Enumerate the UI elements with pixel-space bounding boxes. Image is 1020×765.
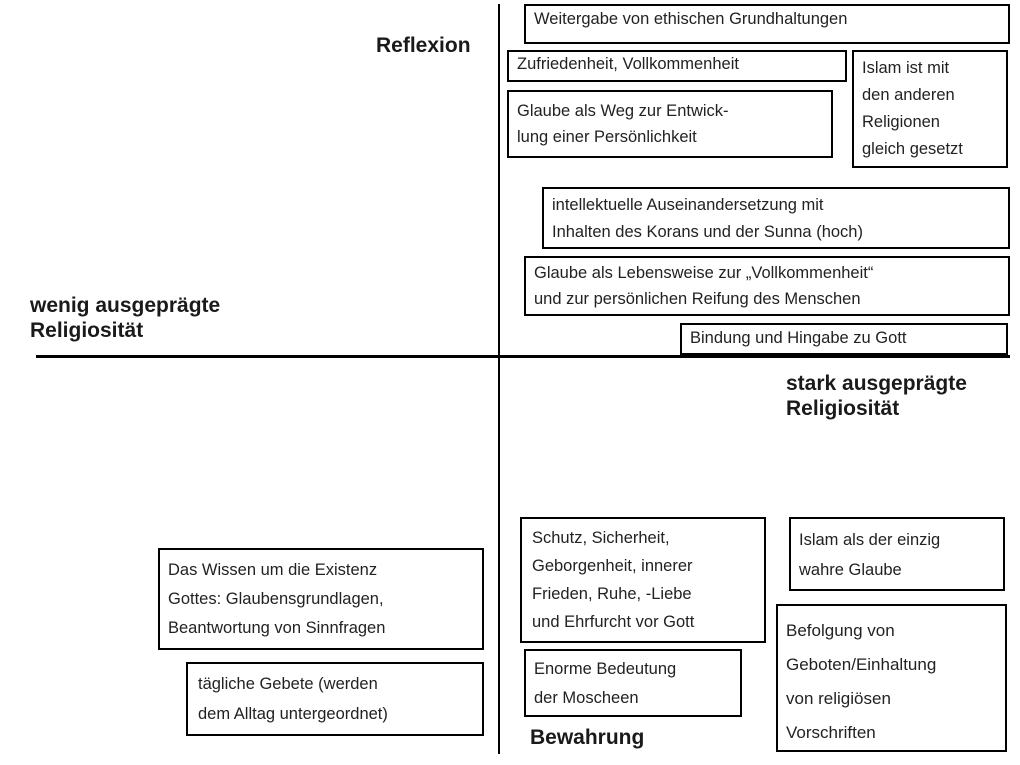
axis-label-wenig-line-2: Religiosität	[30, 319, 144, 342]
box-intellektuelle-auseinandersetzung: intellektuelle Auseinandersetzung mit In…	[542, 187, 1010, 249]
box-text-line: Glaube als Weg zur Entwick-	[517, 102, 729, 120]
axis-label-stark-religiositaet: stark ausgeprägte Religiosität	[786, 371, 967, 421]
box-text-line: Inhalten des Korans und der Sunna (hoch)	[552, 223, 863, 241]
box-text-line: Das Wissen um die Existenz	[168, 561, 378, 579]
box-text-line: wahre Glaube	[799, 561, 902, 579]
axis-label-reflexion: Reflexion	[376, 34, 471, 57]
box-text-line: Weitergabe von ethischen Grundhaltungen	[534, 10, 848, 28]
box-text-line: tägliche Gebete (werden	[198, 675, 378, 693]
horizontal-axis	[36, 355, 1010, 358]
box-bedeutung-moscheen: Enorme Bedeutung der Moscheen	[524, 649, 742, 717]
box-text-line: lung einer Persönlichkeit	[517, 128, 697, 146]
box-text-line: gleich gesetzt	[862, 140, 963, 158]
box-text-line: den anderen	[862, 86, 955, 104]
box-text-line: Gottes: Glaubensgrundlagen,	[168, 590, 384, 608]
box-text-line: Enorme Bedeutung	[534, 660, 677, 678]
box-text-line: intellektuelle Auseinandersetzung mit	[552, 196, 824, 214]
box-islam-gleich: Islam ist mit den anderen Religionen gle…	[852, 50, 1008, 168]
box-ethische-grundhaltungen: Weitergabe von ethischen Grundhaltungen	[524, 4, 1010, 44]
box-text-line: Islam als der einzig	[799, 531, 941, 549]
box-text-line: Frieden, Ruhe, -Liebe	[532, 585, 692, 603]
axis-label-stark-line-2: Religiosität	[786, 397, 900, 420]
box-text-line: Geborgenheit, innerer	[532, 557, 693, 575]
box-text-line: und zur persönlichen Reifung des Mensche…	[534, 290, 861, 308]
box-text-line: Glaube als Lebensweise zur „Vollkommenhe…	[534, 264, 874, 282]
box-bindung-hingabe: Bindung und Hingabe zu Gott	[680, 323, 1008, 355]
box-taegliche-gebete: tägliche Gebete (werden dem Alltag unter…	[186, 662, 484, 736]
box-text-line: Vorschriften	[786, 723, 876, 742]
box-text-line: Geboten/Einhaltung	[786, 655, 937, 674]
box-islam-wahrer-glaube: Islam als der einzig wahre Glaube	[789, 517, 1005, 591]
axis-label-bewahrung: Bewahrung	[530, 726, 645, 749]
box-glaube-lebensweise: Glaube als Lebensweise zur „Vollkommenhe…	[524, 256, 1010, 316]
box-wissen-existenz-gottes: Das Wissen um die Existenz Gottes: Glaub…	[158, 548, 484, 650]
axis-label-stark-line-1: stark ausgeprägte	[786, 372, 967, 395]
box-text-line: Zufriedenheit, Vollkommenheit	[517, 55, 739, 73]
box-text-line: Religionen	[862, 113, 940, 131]
box-text-line: Islam ist mit	[862, 59, 950, 77]
box-text-line: Beantwortung von Sinnfragen	[168, 619, 386, 637]
box-glaube-weg: Glaube als Weg zur Entwick- lung einer P…	[507, 90, 833, 158]
box-text-line: Befolgung von	[786, 621, 895, 640]
box-text-line: Schutz, Sicherheit,	[532, 529, 670, 547]
box-text-line: dem Alltag untergeordnet)	[198, 705, 388, 723]
axis-label-wenig-line-1: wenig ausgeprägte	[30, 294, 221, 317]
box-text-line: und Ehrfurcht vor Gott	[532, 613, 695, 631]
axis-label-wenig-religiositaet: wenig ausgeprägte Religiosität	[30, 293, 220, 343]
vertical-axis	[498, 4, 500, 754]
box-zufriedenheit: Zufriedenheit, Vollkommenheit	[507, 50, 847, 82]
box-schutz-sicherheit: Schutz, Sicherheit, Geborgenheit, innere…	[520, 517, 766, 643]
box-text-line: Bindung und Hingabe zu Gott	[690, 329, 907, 347]
box-text-line: der Moscheen	[534, 689, 639, 707]
box-befolgung-gebote: Befolgung von Geboten/Einhaltung von rel…	[776, 604, 1007, 752]
box-text-line: von religiösen	[786, 689, 891, 708]
